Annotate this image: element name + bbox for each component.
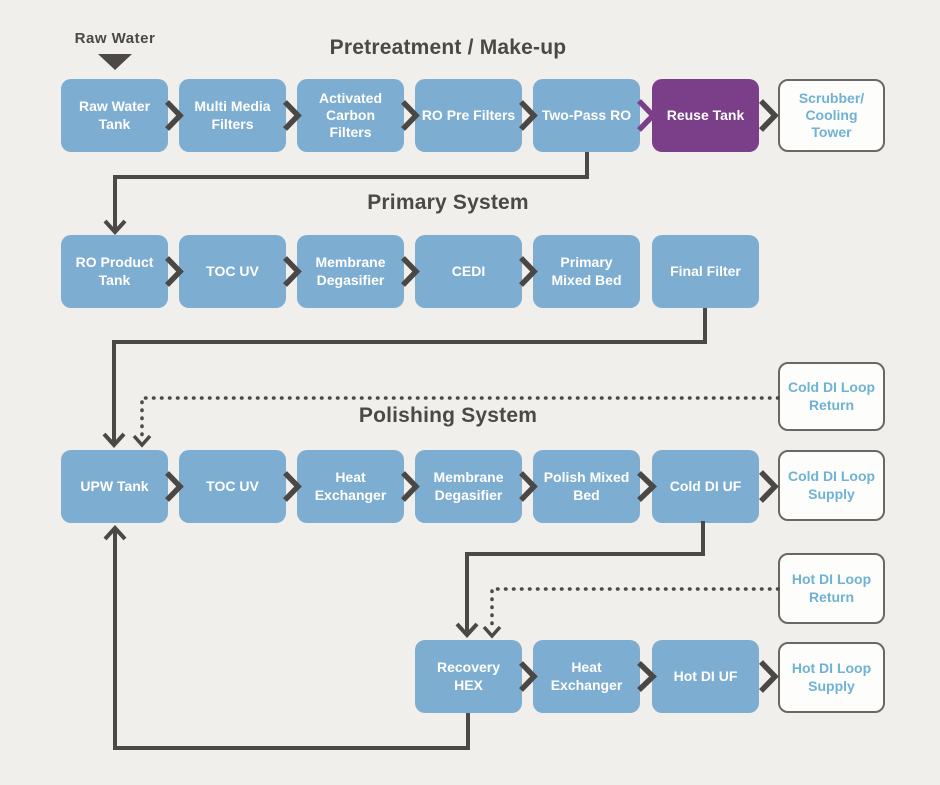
section-title-polishing: Polishing System [358, 404, 538, 427]
chevron-right-icon [637, 99, 657, 132]
node-heat-exchanger-cold: Heat Exchanger [297, 450, 404, 523]
raw-water-inlet-arrow-icon [98, 54, 132, 70]
node-raw-water-tank: Raw Water Tank [61, 79, 168, 152]
node-ro-pre-filters: RO Pre Filters [415, 79, 522, 152]
node-cold-di-loop-supply: Cold DI Loop Supply [778, 450, 885, 521]
node-activated-carbon-filters: Activated Carbon Filters [297, 79, 404, 152]
node-recovery-hex: Recovery HEX [415, 640, 522, 713]
node-polish-mixed-bed: Polish Mixed Bed [533, 450, 640, 523]
node-toc-uv-primary: TOC UV [179, 235, 286, 308]
arrowhead-colddireturn-icon [132, 434, 152, 448]
node-two-pass-ro: Two-Pass RO [533, 79, 640, 152]
arrowhead-hotdireturn-icon [482, 625, 502, 639]
node-upw-tank: UPW Tank [61, 450, 168, 523]
chevron-right-icon [637, 661, 657, 692]
node-membrane-degasifier-polishing: Membrane Degasifier [415, 450, 522, 523]
chevron-right-icon [759, 660, 779, 693]
node-cold-di-loop-return: Cold DI Loop Return [778, 362, 885, 431]
node-cold-di-uf: Cold DI UF [652, 450, 759, 523]
node-hot-di-loop-supply: Hot DI Loop Supply [778, 642, 885, 713]
node-final-filter: Final Filter [652, 235, 759, 308]
connector-hotdireturn-to-recoveryhex [490, 587, 780, 630]
node-toc-uv-polishing: TOC UV [179, 450, 286, 523]
raw-water-inlet-label: Raw Water [74, 30, 156, 47]
section-title-primary: Primary System [367, 191, 529, 214]
node-scrubber-cooling-tower: Scrubber/ Cooling Tower [778, 79, 885, 152]
node-reuse-tank: Reuse Tank [652, 79, 759, 152]
section-title-pretreatment: Pretreatment / Make-up [329, 36, 567, 59]
connector-recoveryhex-to-upwtank [103, 525, 470, 750]
chevron-right-icon [759, 99, 779, 132]
node-membrane-degasifier-primary: Membrane Degasifier [297, 235, 404, 308]
node-ro-product-tank: RO Product Tank [61, 235, 168, 308]
node-cedi: CEDI [415, 235, 522, 308]
node-hot-di-uf: Hot DI UF [652, 640, 759, 713]
node-multi-media-filters: Multi Media Filters [179, 79, 286, 152]
node-hot-di-loop-return: Hot DI Loop Return [778, 553, 885, 624]
chevron-right-icon [759, 470, 779, 503]
node-primary-mixed-bed: Primary Mixed Bed [533, 235, 640, 308]
node-heat-exchanger-hot: Heat Exchanger [533, 640, 640, 713]
chevron-right-icon [637, 471, 657, 502]
connector-colddiuf-to-recoveryhex [455, 521, 705, 638]
